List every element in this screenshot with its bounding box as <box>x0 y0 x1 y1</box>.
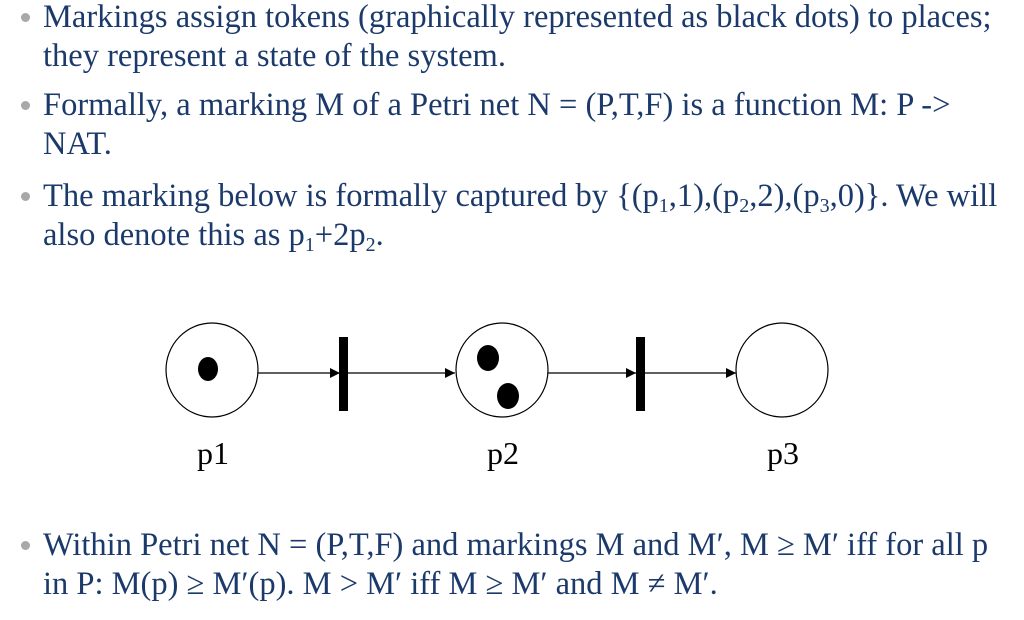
subscript: 1 <box>658 195 669 217</box>
token-icon <box>497 383 519 409</box>
place-label-p2: p2 <box>487 435 519 471</box>
subscript: 1 <box>304 234 315 256</box>
bullet-text: ,1),(p <box>668 178 740 214</box>
bullet-marking-example: The marking below is formally captured b… <box>21 177 1018 256</box>
bullet-text: Within Petri net N = (P,T,F) and marking… <box>43 527 989 602</box>
subscript: 3 <box>819 195 830 217</box>
token-icon <box>198 357 218 381</box>
bullet-markings: Markings assign tokens (graphically repr… <box>21 0 1018 76</box>
token-icon <box>477 345 499 371</box>
bullet-marking-order: Within Petri net N = (P,T,F) and marking… <box>21 526 1018 604</box>
place-p1: p1 <box>165 322 259 471</box>
bullet-dot-icon <box>21 13 30 22</box>
transition-t2 <box>636 337 645 411</box>
bullet-text: The marking below is formally captured b… <box>43 178 659 214</box>
bullet-text: Formally, a marking M of a Petri net N =… <box>43 87 951 162</box>
transition-t1 <box>339 337 348 411</box>
bullet-text: . <box>375 217 384 253</box>
bullet-dot-icon <box>21 101 30 110</box>
bullet-text: ,0)}. We will also denote this as p <box>43 178 998 253</box>
bullet-text: ,2),(p <box>749 178 820 214</box>
place-p2: p2 <box>455 322 549 471</box>
subscript: 2 <box>739 195 750 217</box>
place-p3: p3 <box>735 322 829 471</box>
bullet-dot-icon <box>21 541 30 550</box>
subscript: 2 <box>365 234 376 256</box>
bullet-dot-icon <box>21 192 30 201</box>
place-label-p3: p3 <box>767 435 799 471</box>
place-label-p1: p1 <box>197 435 229 471</box>
bullet-formal-definition: Formally, a marking M of a Petri net N =… <box>21 86 1018 164</box>
bullet-text: +2p <box>314 217 366 253</box>
bullet-text: Markings assign tokens (graphically repr… <box>43 0 992 74</box>
